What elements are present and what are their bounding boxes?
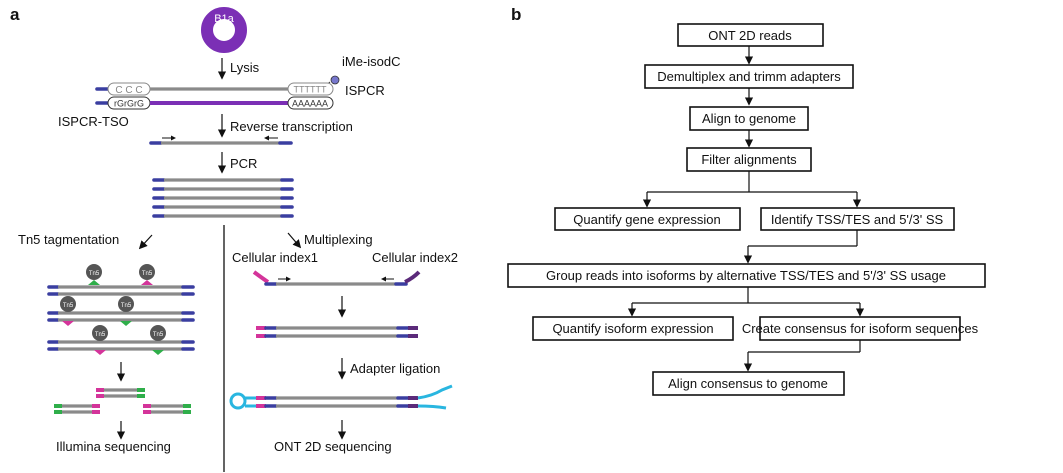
cellular-index2-label: Cellular index2 [372,250,458,265]
flow-step-label: Align to genome [702,111,796,126]
flow-connectors [627,46,865,372]
flow-step-label: Quantify gene expression [573,212,720,227]
flow-step-quantify-gene: Quantify gene expression [554,207,741,231]
panel-a-letter: a [10,5,20,24]
tn5-protein-label: Tn5 [63,303,74,309]
cell-icon: B1a [201,7,247,53]
flow-step-group-isoforms: Group reads into isoforms by alternative… [507,263,986,288]
tn5-protein-label: Tn5 [153,332,164,338]
tn5-protein-label: Tn5 [142,271,153,277]
lysis-label: Lysis [230,60,260,75]
flow-step-demultiplex: Demultiplex and trimm adapters [644,64,854,89]
panel-a: a B1a Lysis iMe-isodC ISPCR C C C TTTTTT… [10,5,458,472]
tn5-protein-label: Tn5 [121,303,132,309]
tagmented-fragment-3 [143,404,191,414]
tn5-transposome-4: Tn5 [118,296,134,326]
indexed-product [256,326,418,338]
tttttt-label: TTTTTT [294,85,327,95]
tn5-strand-2 [47,311,195,322]
flow-step-quantify-isoform: Quantify isoform expression [532,316,734,341]
imeisodc-label: iMe-isodC [342,54,401,69]
ccc-label: C C C [115,85,142,96]
tn5-transposome-2: Tn5 [139,264,155,285]
flow-step-label: Quantify isoform expression [552,321,713,336]
flow-step-filter: Filter alignments [686,147,812,172]
tn5-protein-label: Tn5 [89,271,100,277]
pcr-product-stack [152,178,294,218]
multiplexing-arrow [287,232,302,249]
tn5-protein-label: Tn5 [95,332,106,338]
flow-step-label: Filter alignments [701,152,797,167]
flow-step-identify-tss: Identify TSS/TES and 5'/3' SS [760,207,955,231]
flow-step-ont-reads: ONT 2D reads [677,23,824,47]
tn5-transposome-5: Tn5 [92,325,108,355]
rt-product-strand [149,135,293,145]
flow-step-label: Identify TSS/TES and 5'/3' SS [771,212,944,227]
ligated-product [229,384,453,410]
flow-step-align-genome: Align to genome [689,106,809,131]
tn5-strand-3 [47,340,195,351]
pcr-label: PCR [230,156,257,171]
rgrgrg-label: rGrGrG [114,99,144,109]
flow-step-label: Group reads into isoforms by alternative… [546,268,946,283]
flow-step-label: Create consensus for isoform sequences [742,321,979,336]
flow-step-label: Demultiplex and trimm adapters [657,69,841,84]
flow-step-label: Align consensus to genome [668,376,828,391]
multiplexing-label: Multiplexing [304,232,373,247]
flow-step-label: ONT 2D reads [708,28,792,43]
ispcr-label: ISPCR [345,83,385,98]
adapter-ligation-label: Adapter ligation [350,361,440,376]
ispcr-primer-strand: C C C TTTTTT [95,82,334,96]
tagmented-fragment-2 [54,404,100,414]
tagmented-fragment-1 [96,388,145,398]
mrna-strand: rGrGrG AAAAAA [95,96,334,110]
tn5-transposome-1: Tn5 [86,264,102,285]
tn5-transposome-3: Tn5 [60,296,76,326]
tn5-label: Tn5 tagmentation [18,232,119,247]
imeisodc-bead-icon [330,75,340,85]
aaaaaa-label: AAAAAA [292,99,328,109]
panel-b-letter: b [511,5,521,24]
cell-label: B1a [214,13,234,25]
tn5-transposome-6: Tn5 [150,325,166,355]
panel-b: b ONT 2D read [507,5,986,396]
tn5-strand-1 [47,285,195,296]
rt-label: Reverse transcription [230,119,353,134]
flow-step-align-consensus: Align consensus to genome [652,371,845,396]
cellular-index1-label: Cellular index1 [232,250,318,265]
flow-step-consensus: Create consensus for isoform sequences [742,316,979,341]
ispcr-tso-label: ISPCR-TSO [58,114,129,129]
ont-label: ONT 2D sequencing [274,439,392,454]
illumina-label: Illumina sequencing [56,439,171,454]
tn5-arrow [138,234,153,250]
index-primer-strand [252,270,421,286]
